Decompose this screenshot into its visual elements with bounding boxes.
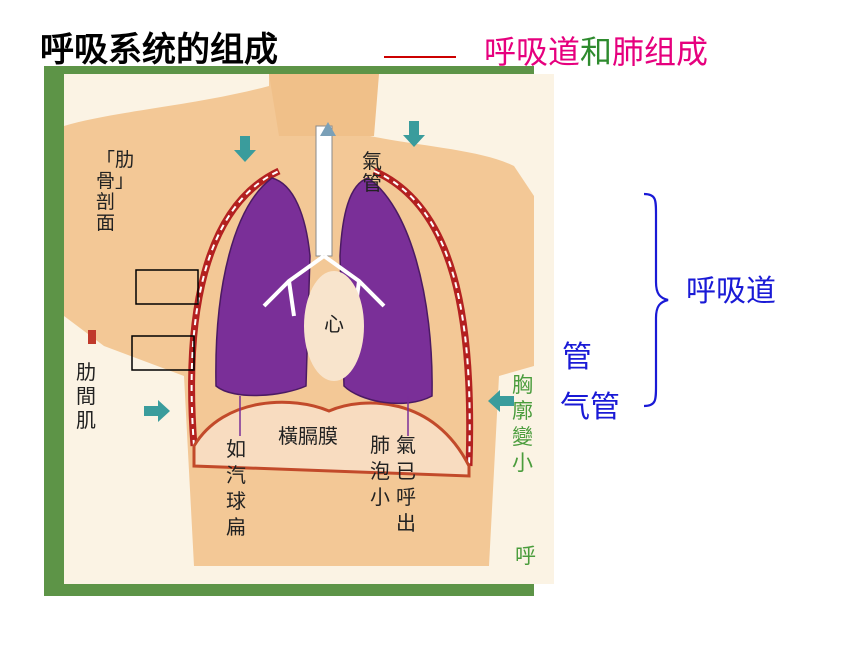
rib-cage-inner	[190, 170, 471, 467]
diaphragm	[192, 400, 471, 478]
label-diaphragm: 橫膈膜	[278, 424, 338, 448]
label-air-exhaled: 氣已呼出	[396, 433, 416, 535]
list-item-bronchus: 管	[562, 340, 592, 375]
left-lung	[215, 177, 311, 397]
subtitle-respiratory-tract: 呼吸道	[484, 33, 581, 71]
page-title: 呼吸系统的组成	[40, 30, 278, 66]
label-intercostal: 肋間肌	[76, 360, 96, 432]
list-item-trachea: 气管	[560, 390, 620, 425]
curly-brace-icon	[643, 192, 669, 408]
label-chest-smaller: 胸廓變小	[512, 373, 533, 475]
trachea	[315, 125, 333, 257]
neck	[269, 74, 379, 136]
bronchi	[262, 254, 386, 322]
subtitle-and: 和	[580, 33, 613, 71]
label-balloon-flat: 如汽球扁	[226, 437, 246, 539]
label-trachea: 氣管	[362, 149, 382, 195]
label-heart: 心	[324, 312, 344, 336]
heart-area	[304, 271, 364, 381]
subtitle-lungs: 肺组成	[612, 33, 709, 71]
label-alveoli-small: 肺泡小	[370, 433, 390, 509]
bracket-label-respiratory-tract: 呼吸道	[686, 274, 776, 309]
title-subtitle: 呼吸道和肺组成	[484, 30, 708, 74]
respiratory-diagram	[44, 66, 554, 596]
label-exhale: 呼	[515, 544, 536, 568]
title-dash	[384, 56, 456, 58]
intercostal-label-box	[131, 335, 195, 371]
intercostal-marker	[88, 330, 96, 344]
air-arrows	[144, 121, 514, 422]
label-rib-section: 「肋骨」剖面	[96, 149, 135, 234]
rib-label-box	[135, 269, 199, 305]
